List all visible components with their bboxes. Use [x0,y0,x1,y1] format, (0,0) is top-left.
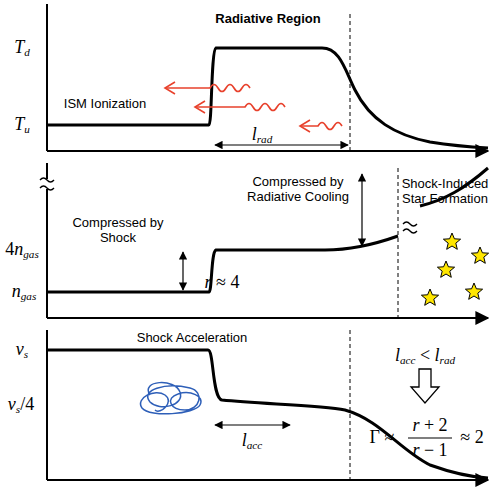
y-axis [46,4,48,151]
star-symbol [421,289,438,305]
math-part: l [252,124,257,144]
math-part: r [412,415,419,435]
length-arrow [215,424,290,425]
math-part: /4 [20,394,34,414]
math-part: T [14,114,24,134]
math-part: n [14,239,23,259]
velocity-curve [47,350,488,478]
annotation-label: Shock-Induced Star Formation [399,177,491,207]
math-label: Td [14,38,30,59]
math-part: 4 [5,239,14,259]
annotation-label: Radiative Region [215,12,320,27]
dashed-boundary [398,168,399,318]
math-part: n [12,281,21,301]
math-part: s [24,348,28,360]
math-part: u [24,123,30,135]
math-part: rad [440,354,456,366]
axis-break-mark [40,178,54,190]
photon-arrow-head [195,101,205,113]
math-part: r [205,272,212,292]
math-label: lacc < lrad [395,346,455,367]
star-symbol [465,283,482,299]
star-symbol [437,261,454,277]
fraction-bar [408,437,452,438]
math-part: v [16,339,24,359]
annotation-label: Compressed by Radiative Cooling [238,175,358,205]
math-part: − 1 [419,440,447,460]
math-part: T [14,37,24,57]
math-label: lacc [242,431,263,452]
math-part: rad [257,133,273,145]
math-label: vs/4 [8,395,34,416]
math-part: s [16,403,20,415]
y-axis [46,330,48,480]
math-part: + 2 [419,415,447,435]
math-label: r + 2 [412,416,447,436]
math-label: 4ngas [5,240,39,261]
math-label: r ≈ 4 [205,273,240,293]
math-part: ≈ 4 [212,272,240,292]
math-label: Γ ≈ [370,428,395,448]
compression-arrow [182,252,183,290]
star-symbol [443,233,460,249]
annotation-label: Compressed by Shock [68,216,168,246]
math-part: gas [23,248,39,260]
math-part: l [395,345,400,365]
math-part: < [415,345,434,365]
math-part: acc [400,354,415,366]
math-label: r − 1 [412,441,447,461]
math-label: lrad [252,125,273,146]
curve-break-mark [403,222,417,233]
math-label: ≈ 2 [460,428,483,448]
math-label: Tu [14,115,30,136]
math-part: ≈ 2 [460,427,483,447]
annotation-label: ISM Ionization [64,97,146,112]
x-axis [47,479,488,481]
annotation-label: Shock Acceleration [137,331,248,346]
math-label: vs [16,340,28,361]
math-part: l [435,345,440,365]
particle-scribble [141,383,201,414]
implies-arrow [411,369,439,403]
photon-arrow [196,104,285,111]
photon-arrow-head [300,120,310,132]
math-part: d [24,46,30,58]
length-arrow [215,144,348,145]
compression-arrow [361,174,362,246]
temperature-curve [47,48,488,148]
photon-arrow [301,123,342,130]
star-group [421,233,488,305]
density-curve [47,236,398,292]
photon-arrow-head [165,82,175,94]
dashed-boundary [350,330,351,480]
math-part: l [242,430,247,450]
x-axis [47,150,488,152]
math-part: v [8,394,16,414]
photon-arrow [166,85,250,92]
x-axis [47,317,488,319]
math-part: acc [247,439,262,451]
star-symbol [471,247,488,263]
math-part: gas [21,290,37,302]
math-label: ngas [12,282,37,303]
math-part: Γ ≈ [370,427,395,447]
math-part: r [412,440,419,460]
